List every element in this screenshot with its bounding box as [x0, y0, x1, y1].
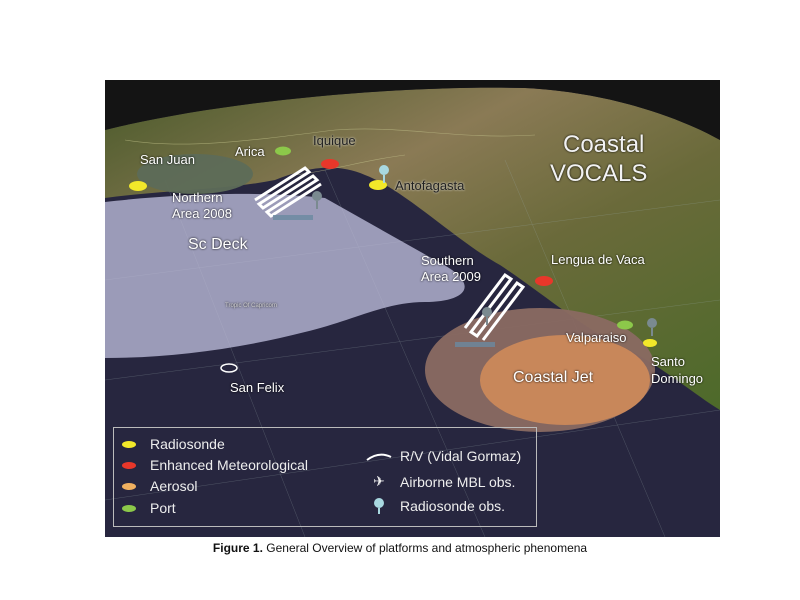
marker-santo-domingo	[643, 339, 657, 347]
sc-deck-region	[105, 193, 465, 358]
label-valparaiso: Valparaiso	[566, 330, 627, 345]
legend-label: Airborne MBL obs.	[400, 473, 516, 490]
legend-label: Aerosol	[150, 478, 198, 494]
yellow-dot-icon	[122, 440, 136, 448]
figure-caption: Figure 1. General Overview of platforms …	[0, 541, 800, 555]
red-dot-icon	[122, 461, 136, 469]
space	[105, 80, 720, 140]
airplane-icon: ✈	[373, 473, 385, 489]
legend-item-port: Port	[122, 500, 176, 516]
markers	[129, 146, 657, 373]
legend-label: Port	[150, 500, 176, 516]
label-northern: Northern	[172, 190, 223, 205]
legend-label: Radiosonde	[150, 436, 225, 452]
legend-item-ship: R/V (Vidal Gormaz)	[366, 448, 521, 464]
title-line2: VOCALS	[550, 160, 648, 187]
label-san-felix: San Felix	[230, 380, 285, 395]
label-san-juan: San Juan	[140, 152, 195, 167]
title-line1: Coastal	[563, 131, 645, 158]
vocals-map: San Juan Arica Iquique Antofagasta Coast…	[104, 80, 721, 538]
legend-item-aerosol: Aerosol	[122, 478, 197, 494]
legend-label: Enhanced Meteorological	[150, 457, 308, 473]
label-santo: Santo	[651, 354, 685, 369]
legend-label: Radiosonde obs.	[400, 498, 506, 514]
legend-item-radiosonde: Radiosonde	[122, 436, 225, 452]
marker-antofagasta	[369, 180, 387, 190]
label-sc-deck: Sc Deck	[188, 236, 248, 253]
marker-san-juan	[129, 181, 147, 191]
green-dot-icon	[122, 504, 136, 512]
marker-iquique	[321, 159, 339, 169]
coastal-jet-inner	[480, 335, 650, 425]
legend-label: R/V (Vidal Gormaz)	[400, 448, 522, 464]
marker-lengua-de-vaca	[535, 276, 553, 286]
southern-ship-track	[463, 272, 526, 341]
label-arica: Arica	[235, 144, 265, 159]
northern-area-region	[137, 154, 253, 194]
legend-item-radiosonde-obs: Radiosonde obs.	[366, 498, 505, 514]
ship-icons	[273, 215, 495, 347]
marker-san-felix	[220, 363, 238, 373]
balloon-icon	[366, 498, 392, 514]
marker-valparaiso	[617, 320, 633, 330]
label-domingo: Domingo	[651, 371, 704, 386]
caption-text: General Overview of platforms and atmosp…	[262, 541, 588, 555]
label-southern: Southern	[421, 253, 474, 268]
label-lengua-de-vaca: Lengua de Vaca	[551, 252, 645, 267]
label-coastal-jet: Coastal Jet	[513, 369, 594, 386]
legend-item-enhanced-met: Enhanced Meteorological	[122, 457, 308, 473]
map-graphic	[104, 80, 721, 538]
radiosonde-balloons	[312, 165, 657, 336]
marker-arica	[275, 146, 291, 156]
label-area-2009: Area 2009	[421, 269, 481, 284]
northern-ship-track	[254, 166, 322, 218]
legend-item-airborne: ✈ Airborne MBL obs.	[366, 473, 515, 490]
caption-label: Figure 1.	[212, 541, 263, 555]
orange-dot-icon	[122, 482, 136, 490]
label-antofagasta: Antofagasta	[395, 178, 465, 193]
land	[105, 87, 720, 411]
label-area-2008: Area 2008	[172, 206, 232, 221]
label-iquique: Iquique	[313, 133, 356, 148]
ship-track-icon	[366, 451, 392, 461]
legend: Radiosonde Enhanced Meteorological Aeros…	[113, 427, 537, 527]
label-tropic: Tropic Of Capricorn	[225, 303, 278, 309]
